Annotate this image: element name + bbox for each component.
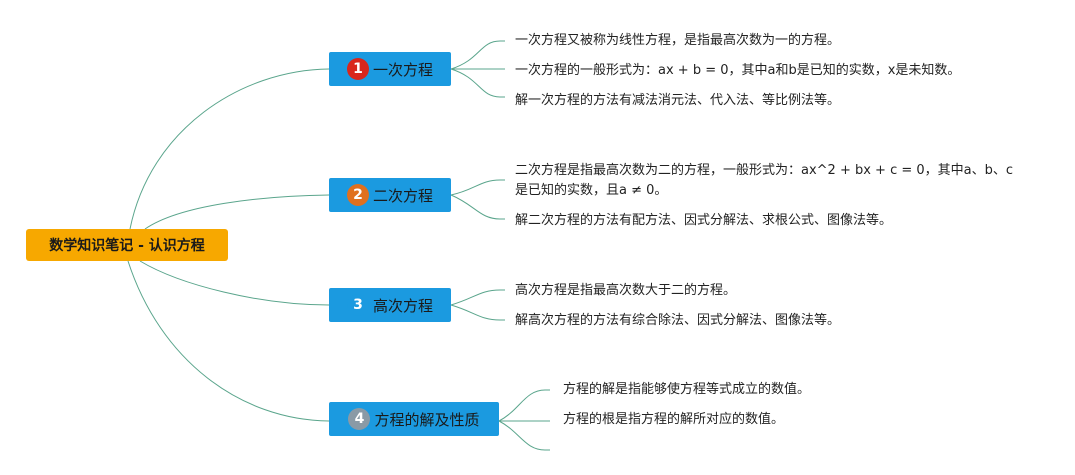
topic-node-2[interactable]: 2 二次方程 (329, 178, 451, 212)
topic-3-note-2: 解高次方程的方法有综合除法、因式分解法、图像法等。 (515, 313, 841, 328)
link-topic-3-note-1 (450, 289, 505, 306)
link-root-topic-2 (144, 194, 330, 230)
topic-1-note-2: 一次方程的一般形式为：ax + b = 0，其中a和b是已知的实数，x是未知数。 (515, 63, 961, 78)
number-badge-icon: 2 (346, 184, 369, 206)
link-root-topic-1 (129, 68, 330, 230)
link-topic-2-note-1 (450, 179, 505, 196)
link-topic-3-note-2 (450, 304, 505, 321)
link-topic-4-stub (498, 420, 550, 451)
topic-node-3[interactable]: 3 高次方程 (329, 288, 451, 322)
topic-label: 一次方程 (372, 60, 433, 79)
number-badge-icon: 4 (348, 408, 371, 430)
topic-2-note-2: 解二次方程的方法有配方法、因式分解法、求根公式、图像法等。 (515, 213, 893, 228)
topic-label: 方程的解及性质 (374, 410, 480, 429)
link-topic-1-note-3 (450, 68, 505, 98)
topic-4-note-1: 方程的解是指能够使方程等式成立的数值。 (563, 382, 811, 397)
topic-label: 高次方程 (372, 296, 433, 315)
link-root-topic-3 (139, 260, 330, 306)
topic-label: 二次方程 (372, 186, 433, 205)
number-badge-icon: 1 (346, 58, 369, 80)
topic-node-4[interactable]: 4 方程的解及性质 (329, 402, 499, 436)
topic-3-note-1: 高次方程是指最高次数大于二的方程。 (515, 283, 737, 298)
topic-node-1[interactable]: 1 一次方程 (329, 52, 451, 86)
topic-1-note-3: 解一次方程的方法有减法消元法、代入法、等比例法等。 (515, 93, 841, 108)
topic-2-note-1: 二次方程是指最高次数为二的方程，一般形式为：ax^2 + bx + c = 0，… (515, 163, 1014, 198)
topic-4-note-2: 方程的根是指方程的解所对应的数值。 (563, 412, 785, 427)
link-topic-2-note-2 (450, 194, 505, 220)
link-topic-1-note-1 (450, 40, 505, 70)
topic-1-note-1: 一次方程又被称为线性方程，是指最高次数为一的方程。 (515, 33, 841, 48)
link-root-topic-4 (127, 260, 330, 422)
link-topic-4-note-1 (498, 389, 550, 422)
number-badge-icon: 3 (346, 294, 369, 316)
root-node[interactable]: 数学知识笔记 - 认识方程 (26, 229, 228, 261)
root-title: 数学知识笔记 - 认识方程 (49, 238, 205, 254)
